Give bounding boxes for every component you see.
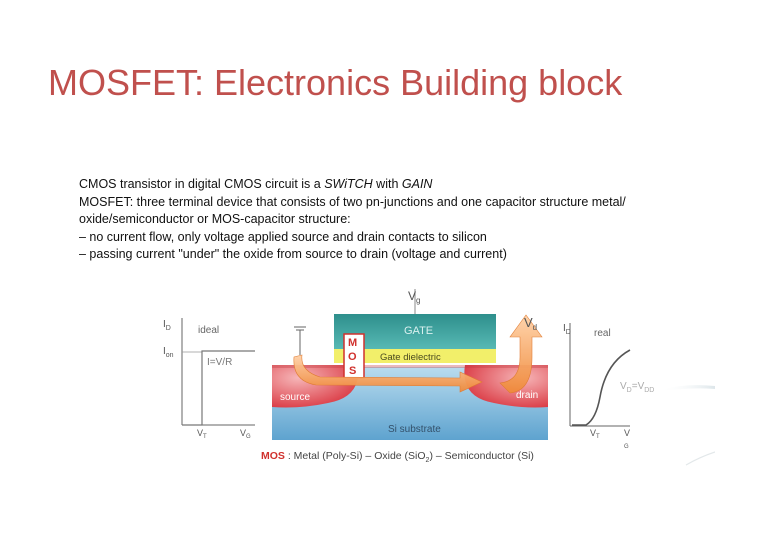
mosfet-figure: ID ideal Ion I=V/R VT VG Vg GATE Gate di… <box>160 285 716 470</box>
decorative-swoosh <box>660 385 715 392</box>
ideal-vt-tick: VT <box>197 428 207 440</box>
mos-m: M <box>348 337 357 349</box>
desc-line-2: MOSFET: three terminal device that consi… <box>79 194 626 209</box>
vd-label: Vd <box>524 315 537 332</box>
desc-line-3: oxide/semiconductor or MOS-capacitor str… <box>79 212 351 226</box>
gate-label: GATE <box>404 325 433 337</box>
vd-eq-vdd-label: VD=VDD <box>620 381 654 394</box>
ideal-y-label: ID <box>163 319 171 332</box>
mos-o: O <box>348 351 357 363</box>
source-region <box>272 365 359 408</box>
ideal-vg-tick: VG <box>240 428 251 440</box>
ground-icon <box>294 326 306 355</box>
drain-flow-arrow <box>499 314 543 394</box>
real-y-label: ID <box>563 323 571 336</box>
ideal-curve <box>182 350 255 426</box>
dielectric-label: Gate dielectric <box>380 352 441 363</box>
ion-label: Ion <box>163 346 174 359</box>
current-flow-arrow <box>293 354 483 393</box>
mosfet-cross-section: Vg GATE Gate dielectric M O S Vd source … <box>272 289 548 440</box>
desc-line-4: – no current flow, only voltage applied … <box>79 229 487 244</box>
ideal-curve-label: ideal <box>198 325 219 336</box>
gain-word: GAIN <box>401 177 433 191</box>
desc-line-5: – passing current "under" the oxide from… <box>79 247 507 261</box>
mos-s: S <box>349 365 356 377</box>
mosfet-figure-svg: ID ideal Ion I=V/R VT VG Vg GATE Gate di… <box>163 289 716 466</box>
ideal-equation: I=V/R <box>207 357 232 368</box>
real-vt-tick: VT <box>590 428 600 440</box>
source-label: source <box>280 392 310 403</box>
gate-dielectric <box>334 349 496 363</box>
description: CMOS transistor in digital CMOS circuit … <box>79 176 729 264</box>
substrate-label: Si substrate <box>388 424 441 435</box>
drain-label: drain <box>516 390 538 401</box>
real-curve-label: real <box>594 328 611 339</box>
decorative-line <box>685 451 716 466</box>
real-curve <box>572 349 631 426</box>
vg-label: Vg <box>408 289 420 305</box>
desc-line-1: CMOS transistor in digital CMOS circuit … <box>79 177 433 191</box>
page-title: MOSFET: Electronics Building block <box>48 62 623 103</box>
figure-caption: MOS : Metal (Poly-Si) – Oxide (SiO2) – S… <box>261 450 534 464</box>
ideal-iv-plot: ID ideal Ion I=V/R VT VG <box>163 318 255 440</box>
switch-word: SWiTCH <box>324 177 373 191</box>
